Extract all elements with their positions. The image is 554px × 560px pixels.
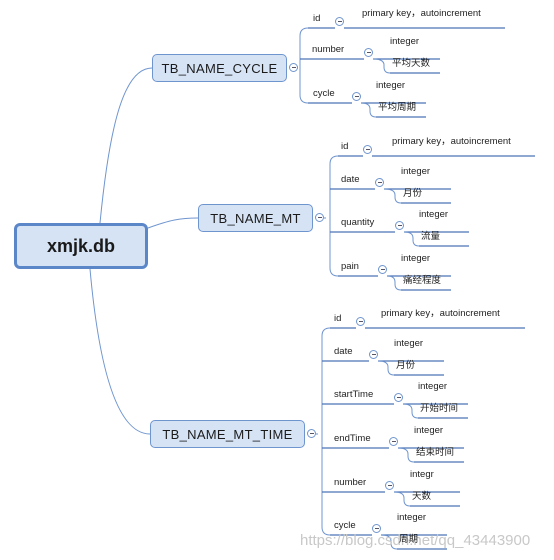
field-collapse-toggle[interactable] [364, 48, 373, 57]
connector-line [397, 447, 415, 463]
field-description: 周期 [399, 534, 419, 545]
connector-line [329, 267, 339, 277]
table-node-tb-name-cycle[interactable]: TB_NAME_CYCLE [152, 54, 287, 82]
table-collapse-toggle[interactable] [289, 63, 298, 72]
table-node-tb-name-mt-time[interactable]: TB_NAME_MT_TIME [150, 420, 305, 448]
connector-line [403, 231, 420, 247]
field-name: date [341, 174, 360, 185]
field-type: integer [397, 512, 427, 523]
field-description: 流量 [421, 231, 441, 242]
connector-line [386, 275, 402, 291]
field-collapse-toggle[interactable] [375, 178, 384, 187]
field-name: number [312, 44, 345, 55]
connector-line [393, 491, 411, 507]
field-type: integer [419, 209, 449, 220]
field-description: 开始时间 [420, 403, 459, 414]
root-node[interactable]: xmjk.db [14, 223, 148, 269]
field-name: number [334, 477, 367, 488]
field-collapse-toggle[interactable] [372, 524, 381, 533]
field-type: integr [410, 469, 434, 480]
connector-line [299, 94, 309, 104]
field-description: 痛经程度 [403, 275, 442, 286]
field-type: primary key，autoincrement [381, 308, 500, 319]
table-name: TB_NAME_MT_TIME [162, 426, 293, 442]
field-collapse-toggle[interactable] [363, 145, 372, 154]
field-type: integer [376, 80, 406, 91]
field-name: date [334, 346, 353, 357]
field-collapse-toggle[interactable] [385, 481, 394, 490]
table-collapse-toggle[interactable] [315, 213, 324, 222]
field-collapse-toggle[interactable] [369, 350, 378, 359]
connector-line [299, 27, 309, 37]
field-name: startTime [334, 389, 374, 400]
table-collapse-toggle[interactable] [307, 429, 316, 438]
field-type: primary key，autoincrement [392, 136, 511, 147]
field-type: integer [414, 425, 444, 436]
connector-line [360, 102, 377, 118]
field-name: endTime [334, 433, 371, 444]
connector-line [383, 188, 402, 204]
field-description: 结束时间 [416, 447, 455, 458]
field-collapse-toggle[interactable] [378, 265, 387, 274]
field-type: integer [401, 253, 431, 264]
field-name: cycle [334, 520, 356, 531]
field-name: cycle [313, 88, 335, 99]
field-type: primary key，autoincrement [362, 8, 481, 19]
field-collapse-toggle[interactable] [389, 437, 398, 446]
field-description: 天数 [412, 491, 432, 502]
field-collapse-toggle[interactable] [352, 92, 361, 101]
field-collapse-toggle[interactable] [356, 317, 365, 326]
connector-line [329, 155, 339, 165]
field-type: integer [401, 166, 431, 177]
table-node-tb-name-mt[interactable]: TB_NAME_MT [198, 204, 313, 232]
field-collapse-toggle[interactable] [394, 393, 403, 402]
field-collapse-toggle[interactable] [335, 17, 344, 26]
connector-line [402, 403, 419, 419]
field-collapse-toggle[interactable] [395, 221, 404, 230]
field-type: integer [390, 36, 420, 47]
field-description: 平均天数 [392, 58, 431, 69]
connector-line [89, 268, 151, 435]
field-description: 月份 [403, 188, 423, 199]
connector-line [380, 534, 398, 550]
connector-line [377, 360, 395, 376]
field-name: id [341, 141, 349, 152]
field-type: integer [418, 381, 448, 392]
root-label: xmjk.db [46, 235, 116, 256]
connector-line [99, 67, 153, 224]
connector-line [147, 217, 199, 229]
field-name: id [313, 13, 321, 24]
field-name: pain [341, 261, 359, 272]
table-name: TB_NAME_MT [210, 210, 301, 226]
field-description: 月份 [396, 360, 416, 371]
field-description: 平均周期 [378, 102, 417, 113]
connector-line [372, 58, 391, 74]
table-name: TB_NAME_CYCLE [161, 60, 278, 76]
connector-line [321, 526, 331, 536]
field-name: quantity [341, 217, 375, 228]
field-name: id [334, 313, 342, 324]
field-type: integer [394, 338, 424, 349]
connector-line [321, 327, 331, 337]
watermark: https://blog.csdn.net/qq_43443900 [300, 532, 531, 549]
